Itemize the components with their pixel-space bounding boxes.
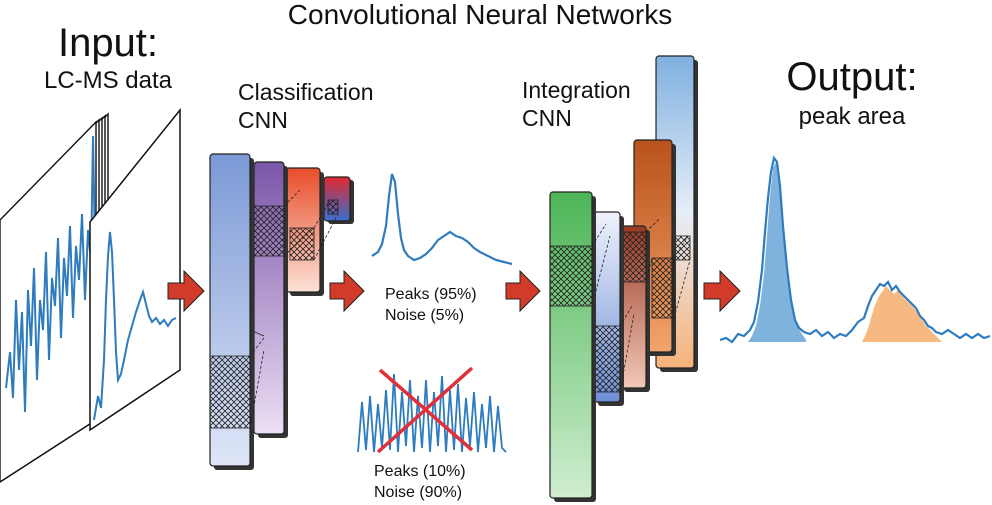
output-chromatogram <box>719 155 991 344</box>
arrow-integration-to-output <box>703 269 741 313</box>
arrow-result-to-integration <box>505 269 541 313</box>
rejected-noise-trace <box>357 366 507 454</box>
result-good-peaks: Peaks (95%) <box>385 286 477 303</box>
output-subheading: peak area <box>799 103 906 130</box>
input-subheading: LC-MS data <box>44 67 173 94</box>
peak-trace-clean <box>371 173 513 266</box>
noise-trace <box>357 373 507 453</box>
lcms-front-sheet <box>89 107 181 432</box>
noisy-chromatogram-trace <box>5 135 96 413</box>
integration-cnn <box>549 55 698 502</box>
diagram-title: Convolutional Neural Networks <box>288 0 672 30</box>
clean-chromatogram-trace <box>93 231 177 421</box>
arrow-input-to-classification <box>167 269 205 313</box>
reject-cross-line-2 <box>376 366 474 454</box>
lcms-data-stack <box>0 107 181 483</box>
arrow-classification-to-result <box>329 269 365 313</box>
integration-label-line2: CNN <box>522 105 572 131</box>
result-good-noise: Noise (5%) <box>385 307 464 324</box>
classification-label-line1: Classification <box>238 79 374 105</box>
peak-area-1 <box>748 162 806 342</box>
input-heading: Input: <box>58 21 158 65</box>
peak-area-2 <box>862 286 942 342</box>
output-heading: Output: <box>786 55 917 99</box>
output-trace <box>719 155 991 344</box>
result-bad-peaks: Peaks (10%) <box>374 463 466 480</box>
integration-label-line1: Integration <box>522 77 631 103</box>
result-bad-noise: Noise (90%) <box>374 484 462 501</box>
classification-label-line2: CNN <box>238 107 288 133</box>
classification-cnn <box>209 153 354 470</box>
